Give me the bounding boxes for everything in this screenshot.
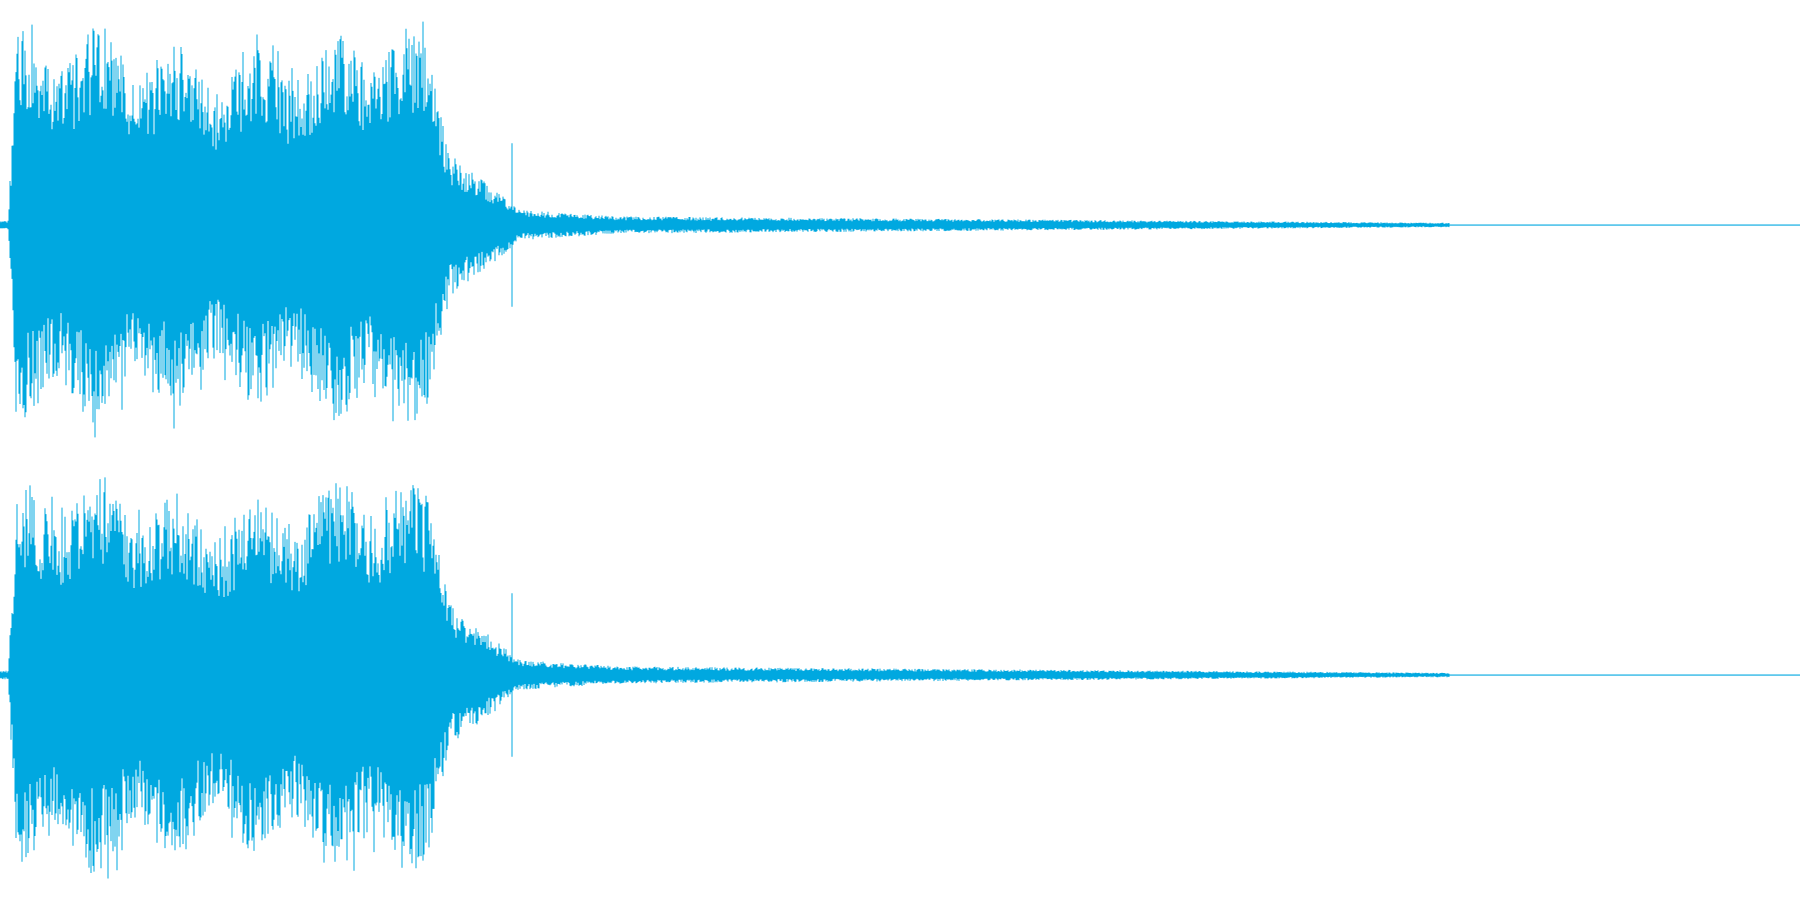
- waveform-channel-2: [0, 477, 1800, 879]
- waveform-channel-1: [0, 21, 1800, 438]
- ch2-trace: [0, 477, 1800, 879]
- ch1-trace: [0, 21, 1800, 438]
